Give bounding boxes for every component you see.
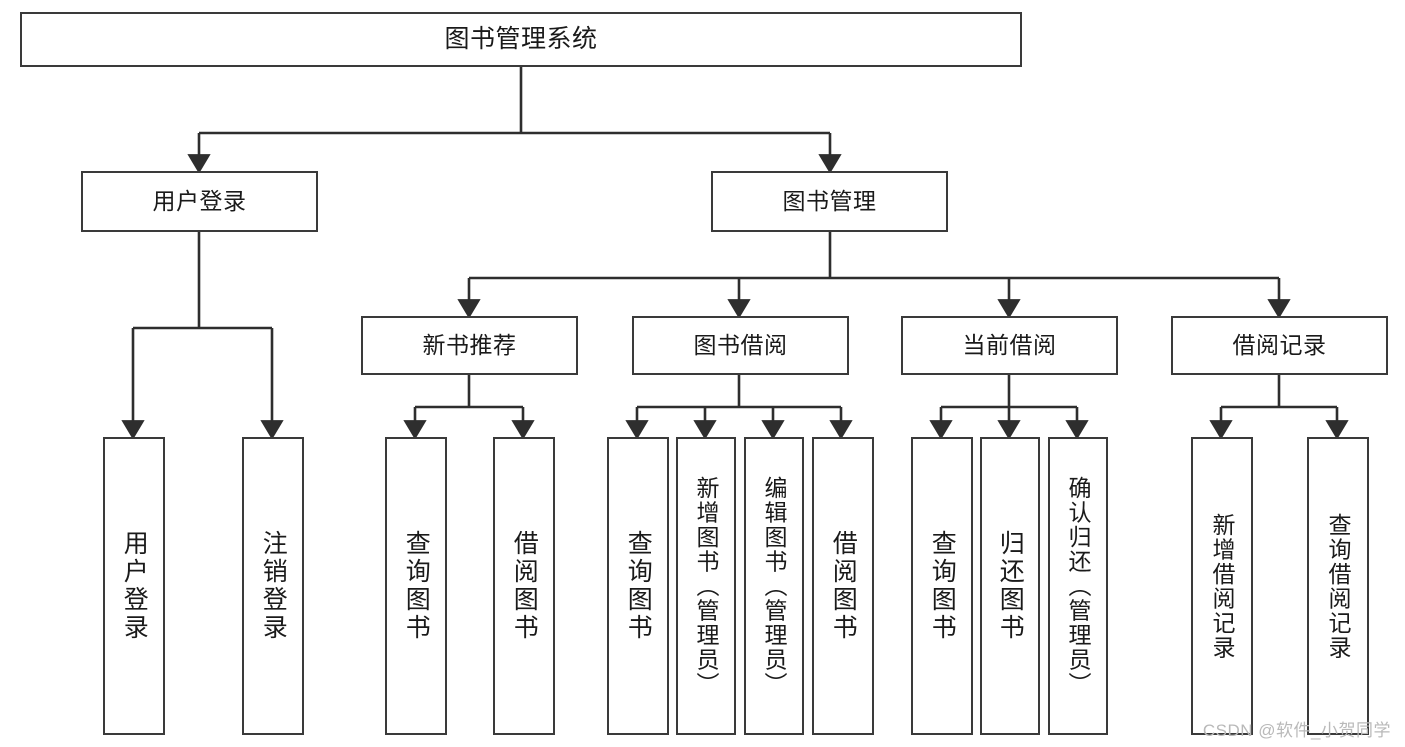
leaf-query-book-recommend[interactable]: 查询图书 [385,437,447,735]
leaf-query-book-current[interactable]: 查询图书 [911,437,973,735]
leaf-add-borrow-record[interactable]: 新增借阅记录 [1191,437,1253,735]
node-root-system[interactable]: 图书管理系统 [20,12,1022,67]
node-book-management[interactable]: 图书管理 [711,171,948,232]
node-label: 图书管理系统 [444,25,598,54]
node-book-borrow[interactable]: 图书借阅 [632,316,849,375]
leaf-borrow-book-recommend[interactable]: 借阅图书 [493,437,555,735]
leaf-logout[interactable]: 注销登录 [242,437,304,735]
node-label: 用户登录 [152,188,247,215]
leaf-borrow-book[interactable]: 借阅图书 [812,437,874,735]
watermark: CSDN @软件_小贺同学 [1202,721,1391,740]
node-borrow-records[interactable]: 借阅记录 [1171,316,1388,375]
leaf-add-book-admin[interactable]: 新增图书（管理员） [676,437,736,735]
node-label: 注销登录 [259,530,288,642]
node-current-borrow[interactable]: 当前借阅 [901,316,1118,375]
node-label: 用户登录 [120,530,149,642]
leaf-confirm-return-admin[interactable]: 确认归还（管理员） [1048,437,1108,735]
node-label: 图书管理 [782,188,877,215]
leaf-user-login[interactable]: 用户登录 [103,437,165,735]
node-label: 查询借阅记录 [1325,512,1352,660]
leaf-query-book-borrow[interactable]: 查询图书 [607,437,669,735]
node-label: 编辑图书（管理员） [761,475,788,697]
node-label: 查询图书 [402,530,431,642]
node-label: 借阅图书 [829,530,858,642]
leaf-edit-book-admin[interactable]: 编辑图书（管理员） [744,437,804,735]
node-label: 图书借阅 [693,332,788,359]
node-label: 借阅图书 [510,530,539,642]
node-label: 新增图书（管理员） [693,475,720,697]
leaf-query-borrow-record[interactable]: 查询借阅记录 [1307,437,1369,735]
node-label: 新书推荐 [422,332,517,359]
node-label: 查询图书 [928,530,957,642]
node-label: 确认归还（管理员） [1065,475,1092,697]
node-label: 新增借阅记录 [1209,512,1236,660]
node-label: 当前借阅 [962,332,1057,359]
leaf-return-book[interactable]: 归还图书 [980,437,1040,735]
node-new-book-recommend[interactable]: 新书推荐 [361,316,578,375]
node-label: 查询图书 [624,530,653,642]
node-label: 借阅记录 [1232,332,1327,359]
node-label: 归还图书 [996,530,1025,642]
node-user-login[interactable]: 用户登录 [81,171,318,232]
